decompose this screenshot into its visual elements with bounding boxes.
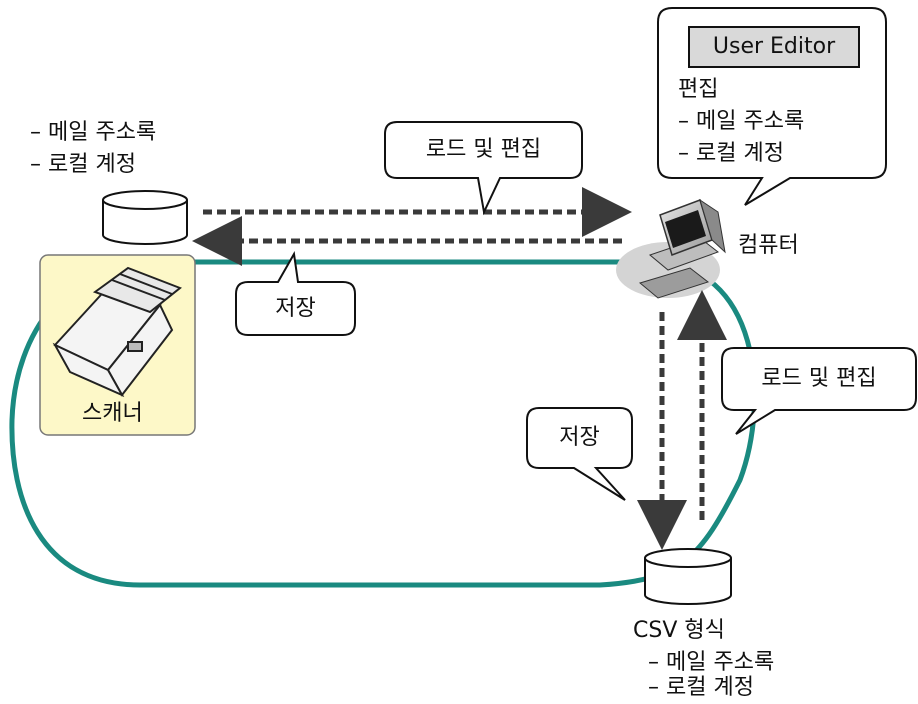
bubble-save-left: [235, 250, 356, 336]
csv-title: CSV 형식: [633, 618, 725, 643]
bubble-save-right-text: 저장: [559, 425, 600, 450]
user-editor-title: User Editor: [688, 26, 860, 68]
bubble-load-edit-right-text: 로드 및 편집: [761, 366, 877, 391]
csv-item-address-book: – 메일 주소록: [648, 650, 775, 675]
scanner-db-item-local-account: – 로컬 계정: [30, 152, 136, 177]
scanner-database-icon: [102, 190, 188, 245]
scanner-icon: [52, 266, 182, 398]
bubble-load-edit-top-text: 로드 및 편집: [425, 137, 542, 162]
user-editor-edit-label: 편집: [678, 77, 719, 102]
bubble-load-edit-right: [721, 347, 917, 435]
computer-icon: [616, 198, 726, 299]
user-editor-item-local-account: – 로컬 계정: [678, 141, 784, 166]
scanner-db-item-address-book: – 메일 주소록: [30, 120, 157, 145]
scanner-label: 스캐너: [82, 401, 143, 426]
scanner-panel: [39, 254, 196, 436]
computer-label: 컴퓨터: [738, 233, 799, 258]
csv-database-icon: [644, 548, 732, 605]
bubble-save-right: [526, 407, 633, 501]
bubble-save-left-text: 저장: [275, 296, 316, 321]
user-editor-item-address-book: – 메일 주소록: [678, 109, 805, 134]
bubble-load-edit-top: [384, 121, 583, 216]
csv-item-local-account: – 로컬 계정: [648, 675, 754, 700]
